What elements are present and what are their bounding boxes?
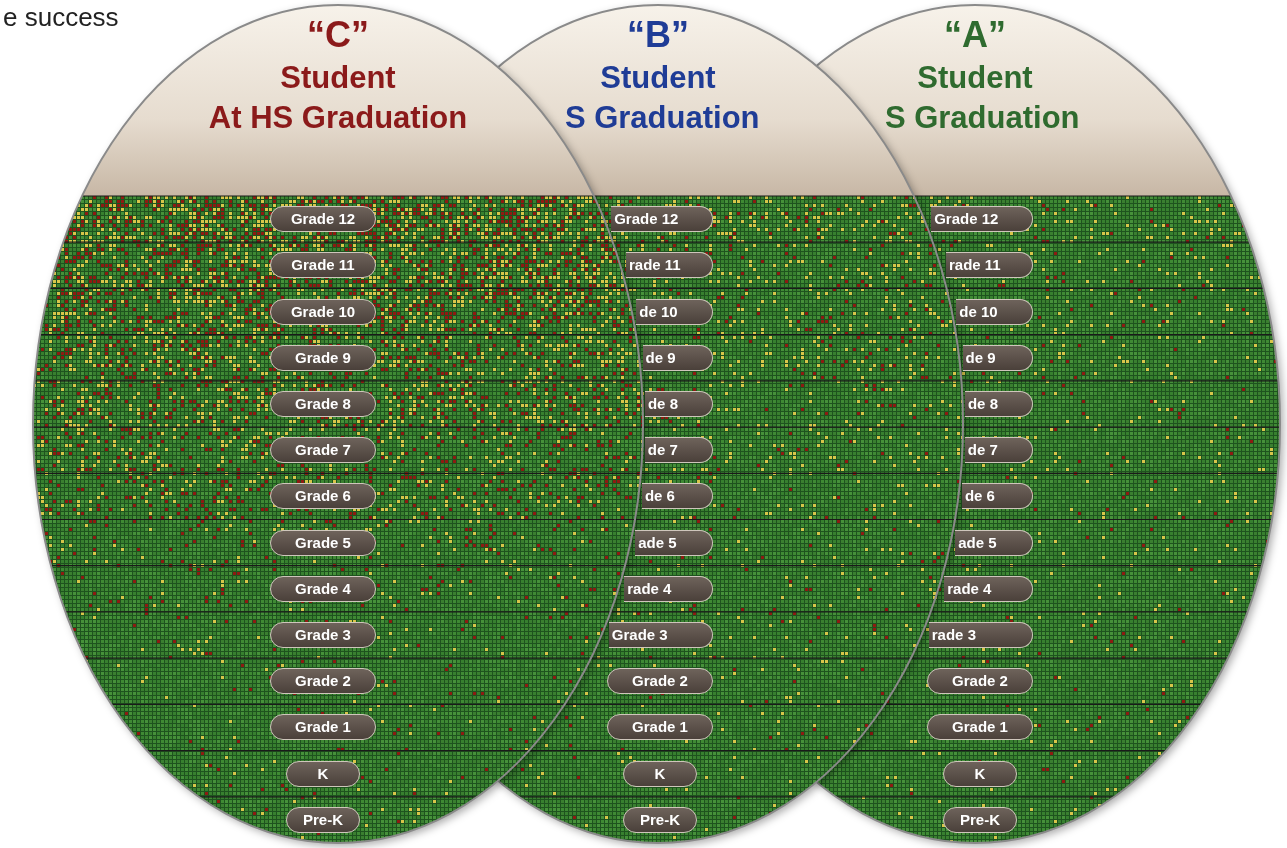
grade-pill: ade 5 [635, 530, 713, 556]
grade-label: Grade 7 [295, 441, 351, 458]
grade-pill: rade 4 [944, 576, 1033, 602]
grade-label: Grade 9 [295, 349, 351, 366]
heading-text: Student [917, 61, 1032, 95]
grade-label: Grade 3 [295, 626, 351, 643]
grade-label: Grade 5 [295, 534, 351, 551]
grade-label: de 7 [648, 441, 678, 458]
heading-text: Student [280, 61, 395, 95]
grade-pill: Grade 8 [270, 391, 376, 417]
grade-label: Grade 12 [291, 210, 355, 227]
grade-label: Grade 10 [291, 303, 355, 320]
grade-pill: Grade 1 [270, 714, 376, 740]
grade-pill: Pre-K [623, 807, 697, 833]
grade-label: Grade 6 [295, 487, 351, 504]
grade-pill: Pre-K [286, 807, 360, 833]
grade-pill: de 7 [965, 437, 1033, 463]
grade-label: de 10 [959, 303, 997, 320]
grade-letter: “C” [307, 15, 369, 55]
grade-label: Grade 1 [952, 718, 1008, 735]
grade-label: rade 11 [629, 256, 681, 273]
grade-ellipse: “B” Student S GraduationGrade 12 rade 11 de … [353, 5, 963, 843]
grade-pill: de 7 [645, 437, 713, 463]
grade-pill: Pre-K [943, 807, 1017, 833]
heading-text: At HS Graduation [209, 101, 467, 135]
grade-pill: Grade 7 [270, 437, 376, 463]
grade-ellipse: “A” Student S GraduationGrade 12 rade 11 de … [670, 5, 1280, 843]
grade-label: Grade 11 [291, 256, 354, 273]
grade-pill: de 9 [963, 345, 1033, 371]
grade-letter: “B” [627, 15, 689, 55]
grade-pill: rade 4 [624, 576, 713, 602]
grade-label: de 6 [965, 487, 995, 504]
grade-label: Grade 1 [295, 718, 351, 735]
grade-label: Grade 8 [295, 395, 351, 412]
grade-pill: de 10 [956, 299, 1033, 325]
grade-pill: Grade 10 [270, 299, 376, 325]
grade-label: rade 4 [947, 580, 991, 597]
grade-label: Grade 3 [612, 626, 668, 643]
grade-ellipse: “C” Student At HS GraduationGrade 12 Grade … [33, 5, 643, 843]
grade-label: Pre-K [960, 811, 1000, 828]
grade-label: Grade 2 [632, 672, 688, 689]
grade-pill: Grade 3 [609, 622, 713, 648]
grade-pill: Grade 12 [611, 206, 713, 232]
grade-label: de 6 [645, 487, 675, 504]
grade-pill: de 10 [636, 299, 713, 325]
grade-label: ade 5 [958, 534, 996, 551]
grade-label: de 7 [968, 441, 998, 458]
grade-pill: de 8 [965, 391, 1033, 417]
grade-label: de 9 [966, 349, 996, 366]
grade-pill: Grade 4 [270, 576, 376, 602]
grade-pill: Grade 11 [270, 252, 376, 278]
grade-pill: ade 5 [955, 530, 1033, 556]
grade-letter: “A” [944, 15, 1006, 55]
grade-pill: Grade 6 [270, 483, 376, 509]
grade-label: rade 11 [949, 256, 1001, 273]
grade-pill: Grade 9 [270, 345, 376, 371]
grade-label: Pre-K [640, 811, 680, 828]
grade-pill: K [623, 761, 697, 787]
grade-pill: rade 11 [626, 252, 713, 278]
grade-pill: Grade 12 [931, 206, 1033, 232]
grade-label: K [975, 765, 986, 782]
grade-label: rade 4 [627, 580, 671, 597]
grade-pill: Grade 5 [270, 530, 376, 556]
grade-label: K [655, 765, 666, 782]
grade-pill: rade 11 [946, 252, 1033, 278]
grade-label: Grade 1 [632, 718, 688, 735]
grade-pill: Grade 12 [270, 206, 376, 232]
heading-fragment: e success [3, 2, 119, 33]
grade-label: ade 5 [638, 534, 676, 551]
grade-pill: Grade 2 [927, 668, 1033, 694]
grade-pill: de 9 [643, 345, 713, 371]
grade-label: Grade 2 [295, 672, 351, 689]
grade-label: de 9 [646, 349, 676, 366]
grade-pill: Grade 1 [607, 714, 713, 740]
grade-pill: K [286, 761, 360, 787]
grade-label: de 8 [968, 395, 998, 412]
grade-pill: rade 3 [929, 622, 1033, 648]
heading-text: Student [600, 61, 715, 95]
grade-pill: Grade 2 [607, 668, 713, 694]
grade-label: Grade 4 [295, 580, 351, 597]
grade-label: K [318, 765, 329, 782]
grade-pill: Grade 2 [270, 668, 376, 694]
grade-pill: Grade 3 [270, 622, 376, 648]
grade-pill: de 8 [645, 391, 713, 417]
grade-pill: de 6 [642, 483, 713, 509]
grade-label: Grade 12 [934, 210, 998, 227]
grade-label: de 8 [648, 395, 678, 412]
grade-label: Grade 12 [614, 210, 678, 227]
grade-label: de 10 [639, 303, 677, 320]
heading-text: S Graduation [565, 101, 760, 135]
grade-pill: de 6 [962, 483, 1033, 509]
grade-pill: K [943, 761, 1017, 787]
grade-pill: Grade 1 [927, 714, 1033, 740]
grade-label: Pre-K [303, 811, 343, 828]
heading-text: S Graduation [885, 101, 1080, 135]
grade-label: Grade 2 [952, 672, 1008, 689]
grade-label: rade 3 [932, 626, 976, 643]
